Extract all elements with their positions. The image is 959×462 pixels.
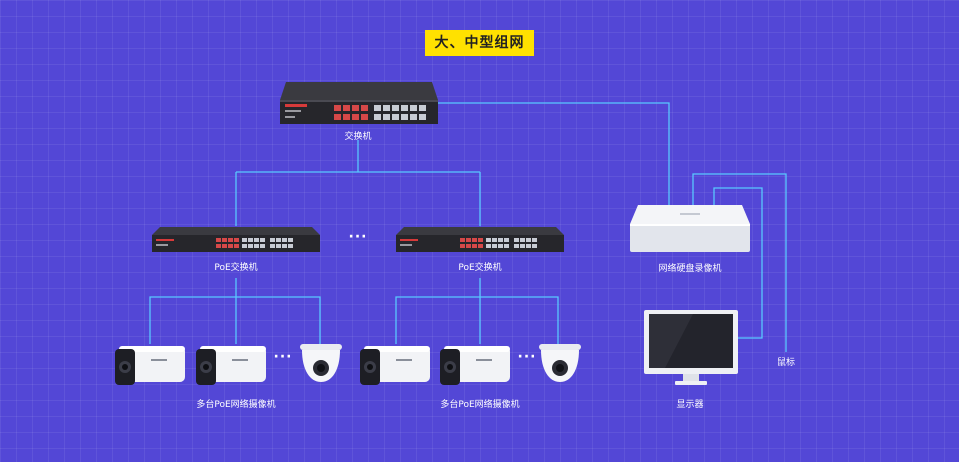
mouse-label: 鼠标 [776, 358, 796, 368]
nvr-label: 网络硬盘录像机 [658, 264, 722, 274]
core-switch-icon [280, 82, 438, 124]
bullet-camera-icon [115, 346, 185, 385]
dome-camera-icon [539, 344, 581, 382]
camera-ellipsis-left: ··· [273, 349, 293, 365]
monitor-label: 显示器 [676, 400, 704, 410]
bullet-camera-icon [440, 346, 510, 385]
wire-poe-left-cameras [149, 278, 321, 344]
diagram-title: 大、中型组网 [425, 30, 534, 56]
cameras-right-label: 多台PoE网络摄像机 [440, 400, 520, 410]
bullet-camera-icon [196, 346, 266, 385]
dome-camera-icon [300, 344, 342, 382]
wire-core-to-nvr [438, 102, 670, 207]
switch-ellipsis: ··· [348, 229, 368, 245]
poe-switch-left-icon [152, 227, 320, 252]
wire-nvr-to-monitor-2 [713, 187, 763, 339]
wire-core-to-poe [235, 140, 481, 226]
nvr-icon [630, 205, 750, 252]
wire-nvr-to-monitor [692, 173, 787, 352]
core-switch-label: 交换机 [344, 132, 372, 142]
camera-ellipsis-right: ··· [517, 349, 537, 365]
poe-switch-right-icon [396, 227, 564, 252]
bullet-camera-icon [360, 346, 430, 385]
monitor-icon [644, 310, 738, 385]
poe-switch-right-label: PoE交换机 [458, 263, 502, 273]
poe-switch-left-label: PoE交换机 [214, 263, 258, 273]
cameras-left-label: 多台PoE网络摄像机 [196, 400, 276, 410]
wire-poe-right-cameras [395, 278, 559, 344]
